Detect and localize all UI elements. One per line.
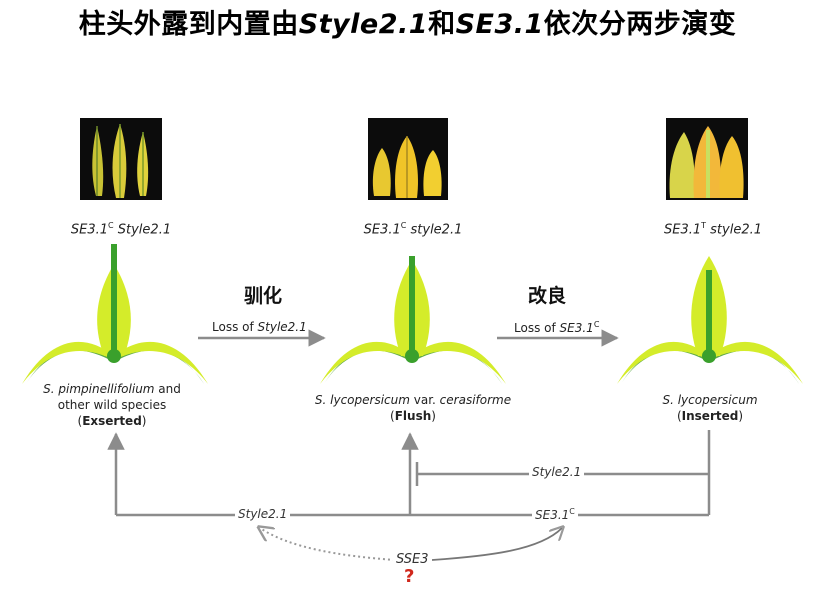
style21-right-label: Style2.1 <box>529 465 585 479</box>
title-gene-1: Style2.1 <box>298 9 429 40</box>
sse3-label: SSE3 <box>393 552 432 567</box>
flower-photo-lycopersicum <box>666 118 748 200</box>
title-text-2: 和 <box>428 9 456 40</box>
loss-se31-label: Loss of SE3.1C <box>514 320 600 335</box>
loss-style21-label: Loss of Style2.1 <box>212 320 307 334</box>
style21-left-label: Style2.1 <box>235 507 291 521</box>
title-text-3: 依次分两步演变 <box>543 9 737 40</box>
se31-label: SE3.1C <box>532 507 578 522</box>
title-text-1: 柱头外露到内置由 <box>78 9 299 40</box>
genotype-cerasiforme: SE3.1C style2.1 <box>363 221 463 238</box>
page-title: 柱头外露到内置由Style2.1和SE3.1依次分两步演变 <box>0 2 815 41</box>
species-wild: S. pimpinellifolium and other wild speci… <box>43 382 181 428</box>
genotype-lycopersicum: SE3.1T style2.1 <box>663 221 763 238</box>
flower-diagram-inserted <box>617 256 803 384</box>
flower-photo-wild <box>80 118 162 200</box>
sse3-solid-arrow <box>431 528 562 561</box>
species-lycopersicum: S. lycopersicum (Inserted) <box>662 393 758 423</box>
step-label-domestication: 驯化 <box>244 285 283 307</box>
flower-diagram-flush <box>320 256 506 384</box>
question-mark: ? <box>404 566 415 587</box>
genotype-wild: SE3.1C Style2.1 <box>70 221 172 238</box>
title-gene-2: SE3.1 <box>455 9 544 40</box>
step-label-improvement: 改良 <box>528 285 567 307</box>
flower-diagram-exserted <box>22 244 208 384</box>
flower-photo-cerasiforme <box>368 118 448 200</box>
species-cerasiforme: S. lycopersicum var. cerasiforme (Flush) <box>314 393 512 423</box>
sse3-dotted-arrow <box>260 528 396 561</box>
